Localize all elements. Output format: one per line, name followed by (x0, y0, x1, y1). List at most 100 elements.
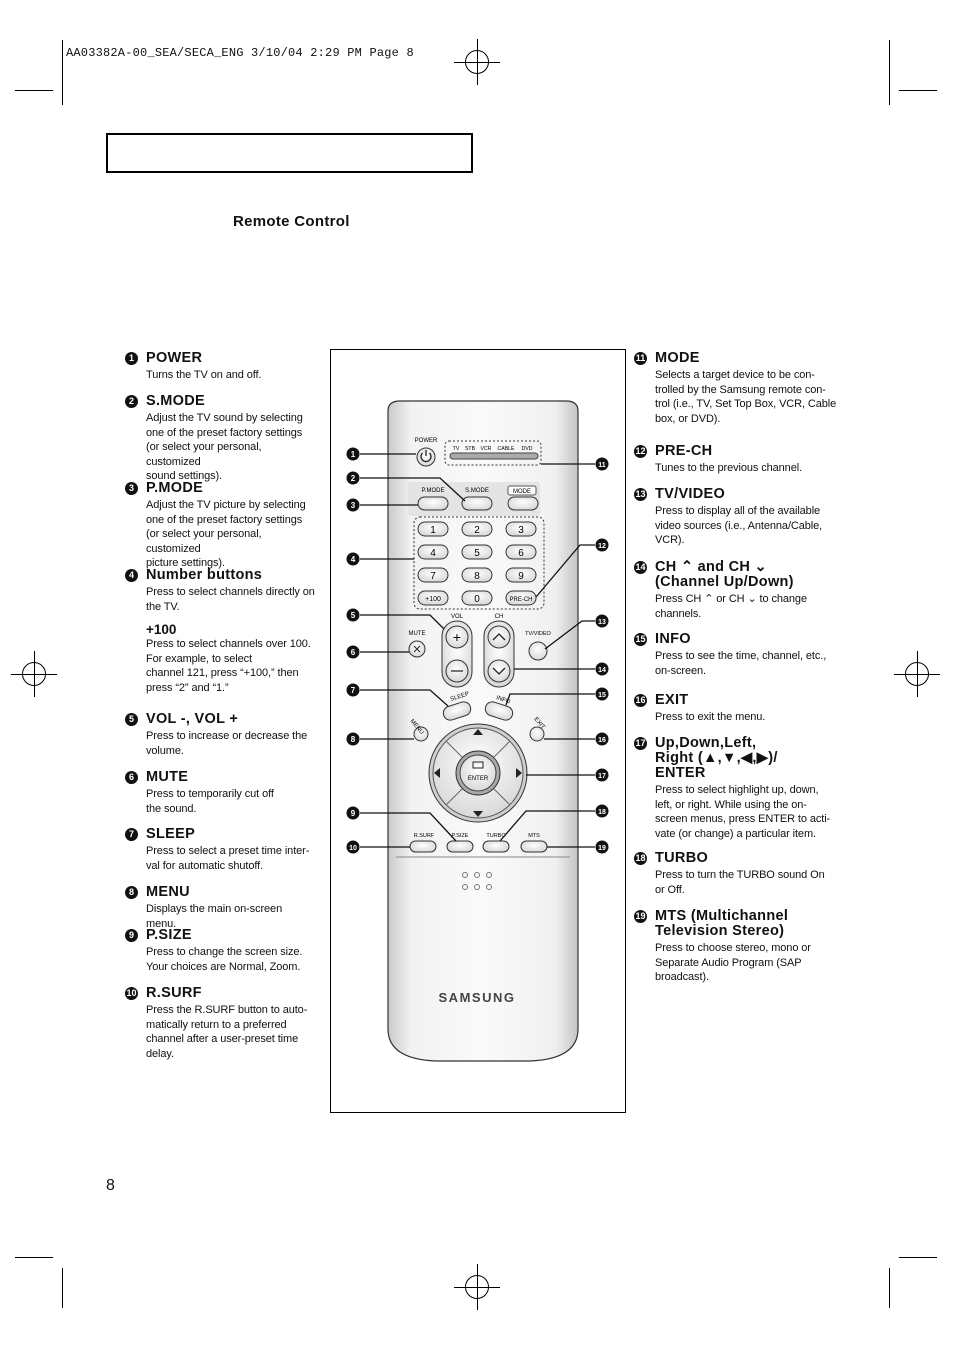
svg-text:CABLE: CABLE (497, 446, 515, 452)
mode-button (507, 496, 539, 511)
ch-down-icon (492, 667, 506, 675)
svg-text:7: 7 (351, 686, 356, 695)
svg-text:DVD: DVD (522, 446, 533, 452)
header-box (106, 133, 473, 173)
svg-text:VCR: VCR (481, 446, 492, 452)
right-arrow-icon (516, 768, 522, 778)
crop-mark (899, 1257, 937, 1258)
svg-text:8: 8 (474, 571, 480, 582)
svg-text:6: 6 (351, 648, 356, 657)
page-number: 8 (106, 1177, 115, 1194)
rsurf-button (409, 840, 437, 853)
zero-button (461, 590, 493, 606)
device-labels: TV STB VCR CABLE DVD (453, 446, 533, 452)
registration-mark-icon (894, 651, 940, 697)
svg-text:7: 7 (430, 571, 436, 582)
svg-text:1: 1 (430, 525, 436, 536)
turbo-button (482, 840, 510, 853)
info-button (484, 701, 514, 721)
rsurf-label: R.SURF (414, 833, 435, 839)
svg-text:9: 9 (351, 809, 356, 818)
sleep-label: SLEEP (450, 691, 470, 703)
crop-mark (62, 40, 63, 105)
svg-text:4: 4 (430, 548, 436, 559)
svg-text:14: 14 (598, 667, 606, 674)
svg-text:6: 6 (518, 548, 524, 559)
svg-text:TV: TV (453, 446, 460, 452)
tvvideo-button (528, 641, 548, 661)
svg-text:18: 18 (598, 809, 606, 816)
power-button (416, 447, 436, 467)
ch-down-button (487, 659, 511, 683)
svg-text:5: 5 (351, 611, 356, 620)
registration-mark-icon (11, 651, 57, 697)
svg-text:2: 2 (474, 525, 480, 536)
plus100-button (417, 590, 449, 606)
svg-text:9: 9 (518, 571, 524, 582)
remote-control-illustration: POWER TV STB VCR CABLE DVD P.MODE S.MODE… (346, 400, 609, 1062)
svg-text:16: 16 (598, 737, 606, 744)
crop-mark (899, 90, 937, 91)
info-label: INFO (495, 695, 511, 705)
prech-button (505, 590, 537, 606)
svg-text:3: 3 (351, 501, 356, 510)
device-panel (444, 440, 542, 466)
ch-up-button (487, 625, 511, 649)
svg-text:12: 12 (598, 543, 606, 550)
svg-text:5: 5 (474, 548, 480, 559)
section-title: Remote Control (233, 213, 350, 230)
menu-button (413, 726, 429, 742)
svg-text:15: 15 (598, 692, 606, 699)
print-slug: AA03382A-00_SEA/SECA_ENG 3/10/04 2:29 PM… (66, 46, 414, 60)
sleep-button (442, 701, 472, 721)
enter-label: ENTER (468, 776, 489, 782)
crop-mark (889, 40, 890, 105)
registration-mark-icon (454, 1264, 500, 1310)
power-label: POWER (415, 438, 438, 444)
exit-button (529, 726, 545, 742)
svg-text:+100: +100 (425, 596, 441, 603)
svg-text:19: 19 (598, 845, 606, 852)
vol-up-button (445, 625, 469, 649)
remote-figure-frame (330, 349, 626, 1113)
mute-label: MUTE (409, 631, 426, 637)
svg-text:1: 1 (351, 450, 356, 459)
svg-text:3: 3 (518, 525, 524, 536)
ch-up-icon (492, 633, 506, 641)
crop-mark (889, 1268, 890, 1308)
tvvideo-label: TV/VIDEO (525, 631, 551, 637)
smode-label: S.MODE (465, 488, 489, 494)
device-led-strip (449, 452, 539, 460)
svg-text:PRE-CH: PRE-CH (509, 597, 532, 603)
svg-text:10: 10 (349, 845, 357, 852)
registration-mark-icon (454, 39, 500, 85)
power-icon (420, 450, 432, 463)
pmode-button (417, 496, 449, 511)
svg-text:8: 8 (351, 735, 356, 744)
svg-text:0: 0 (474, 594, 480, 605)
crop-mark (15, 90, 53, 91)
mode-label: MODE (513, 489, 531, 495)
svg-text:STB: STB (465, 446, 476, 452)
down-arrow-icon (473, 811, 483, 817)
svg-text:4: 4 (351, 555, 356, 564)
crop-mark (62, 1268, 63, 1308)
